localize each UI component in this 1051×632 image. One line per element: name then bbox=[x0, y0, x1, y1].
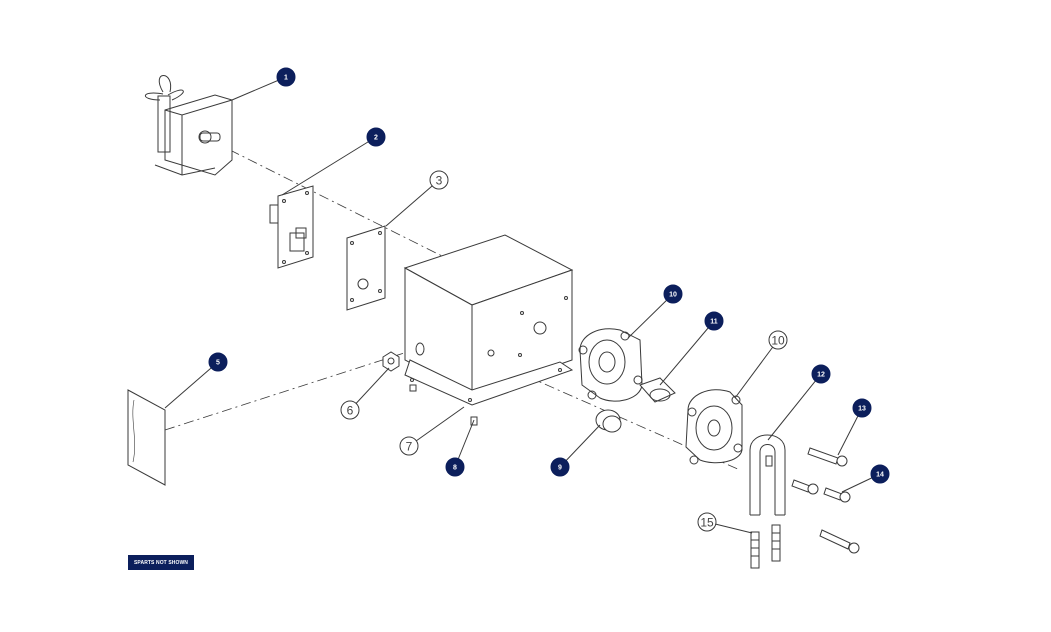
callout-3-2: 3 bbox=[429, 170, 449, 190]
fan-motor-part bbox=[144, 75, 233, 176]
callout-number: 5 bbox=[216, 360, 220, 367]
callout-8-6: 8 bbox=[445, 457, 465, 477]
callout-1-0: 1 bbox=[276, 67, 296, 87]
callout-circle bbox=[704, 311, 724, 331]
callout-number: 11 bbox=[710, 319, 718, 326]
roller-part bbox=[639, 377, 676, 403]
callout-circle bbox=[852, 398, 872, 418]
screw-lower-part bbox=[791, 479, 860, 554]
callout-number: 13 bbox=[858, 406, 866, 413]
nut-part bbox=[382, 351, 400, 372]
callout-number: 2 bbox=[374, 135, 378, 142]
callout-9-7: 9 bbox=[550, 457, 570, 477]
callout-number: 9 bbox=[558, 465, 562, 472]
callout-12-11: 12 bbox=[811, 364, 831, 384]
callout-7-5: 7 bbox=[399, 436, 419, 456]
label-sheet-part bbox=[127, 389, 166, 486]
callout-circle bbox=[445, 457, 465, 477]
callout-circle bbox=[663, 284, 683, 304]
callout-number: 15 bbox=[700, 516, 714, 530]
callout-circle bbox=[768, 330, 788, 350]
callout-circle bbox=[870, 464, 890, 484]
base-plate-part bbox=[404, 359, 574, 406]
control-board-part bbox=[269, 185, 314, 269]
gasket-plate-part bbox=[346, 225, 386, 311]
callout-circle bbox=[697, 512, 717, 532]
callout-circle bbox=[366, 127, 386, 147]
screw-14-part bbox=[823, 487, 851, 503]
knob-part bbox=[595, 409, 622, 433]
callout-circle bbox=[340, 400, 360, 420]
callout-circle bbox=[276, 67, 296, 87]
callout-14-13: 14 bbox=[870, 464, 890, 484]
callout-number: 10 bbox=[669, 292, 677, 299]
callout-circle bbox=[429, 170, 449, 190]
callout-5-3: 5 bbox=[208, 352, 228, 372]
main-housing-part bbox=[403, 234, 574, 396]
callout-10-8: 10 bbox=[663, 284, 683, 304]
barb-fitting-part bbox=[750, 524, 781, 569]
callout-circle bbox=[208, 352, 228, 372]
screw-13-part bbox=[807, 447, 848, 467]
callout-6-4: 6 bbox=[340, 400, 360, 420]
callout-circle bbox=[399, 436, 419, 456]
callout-number: 1 bbox=[284, 75, 288, 82]
pump-head-front-part bbox=[685, 389, 743, 465]
footnote-label: SPARTS NOT SHOWN bbox=[128, 555, 194, 570]
callout-circle bbox=[811, 364, 831, 384]
callout-number: 12 bbox=[817, 372, 825, 379]
callout-11-9: 11 bbox=[704, 311, 724, 331]
callout-number: 10 bbox=[771, 334, 785, 348]
callout-number: 3 bbox=[436, 174, 443, 188]
tubing-part bbox=[749, 434, 786, 516]
callout-15-14: 15 bbox=[697, 512, 717, 532]
callout-2-1: 2 bbox=[366, 127, 386, 147]
callout-number: 6 bbox=[347, 404, 354, 418]
callout-10-10: 10 bbox=[768, 330, 788, 350]
callout-13-12: 13 bbox=[852, 398, 872, 418]
callout-number: 7 bbox=[406, 440, 413, 454]
callout-circle bbox=[550, 457, 570, 477]
callout-number: 8 bbox=[453, 465, 457, 472]
pump-head-rear-part bbox=[578, 328, 643, 402]
callout-number: 14 bbox=[876, 472, 884, 479]
